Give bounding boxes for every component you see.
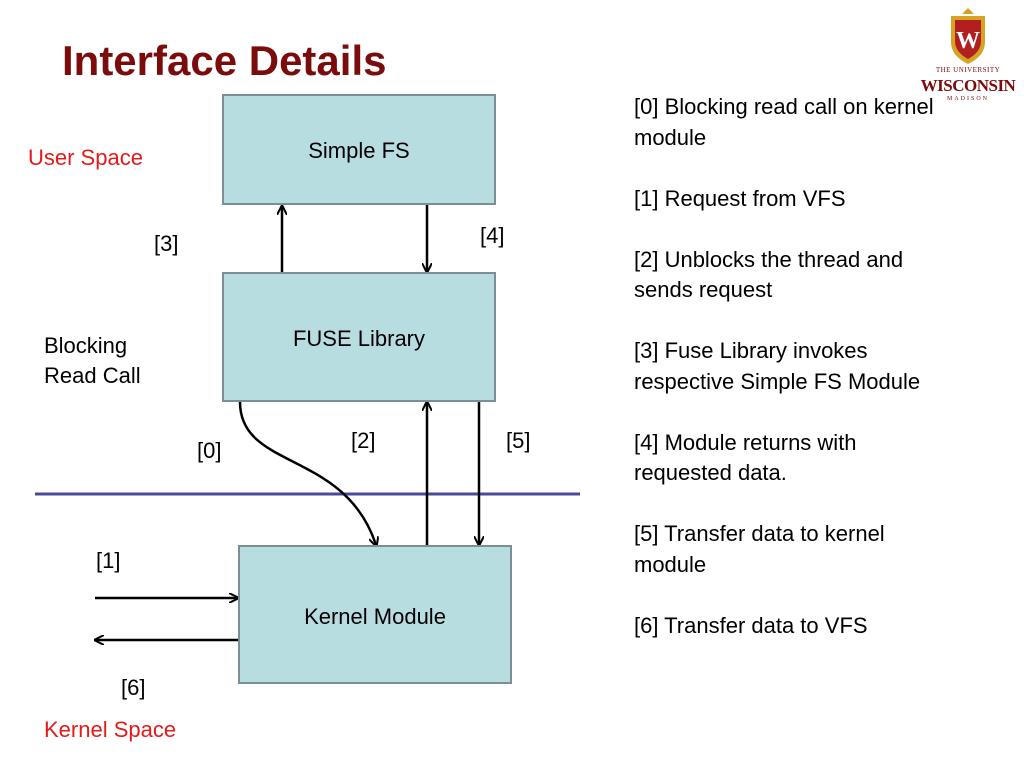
legend-item-1: [1] Request from VFS bbox=[634, 185, 846, 211]
shield-crest-icon: W bbox=[951, 8, 985, 64]
fuse-library-box: FUSE Library bbox=[222, 272, 496, 402]
blocking-label-line2: Read Call bbox=[44, 363, 141, 388]
blocking-read-call-label: Blocking Read Call bbox=[44, 331, 141, 391]
arrow-0 bbox=[238, 401, 376, 545]
slide-title: Interface Details bbox=[62, 37, 387, 84]
shield-letter: W bbox=[956, 28, 980, 54]
university-logo: W THE UNIVERSITY WISCONSIN MADISON bbox=[918, 6, 1018, 106]
fuse-library-label: FUSE Library bbox=[292, 326, 426, 351]
arrow-label-6: [6] bbox=[121, 675, 146, 700]
legend-item-0: [0] Blocking read call on kernel module bbox=[634, 94, 934, 150]
simple-fs-label: Simple FS bbox=[308, 138, 410, 163]
arrow-label-5: [5] bbox=[506, 428, 531, 453]
legend-item-4: [4] Module returns with requested data. bbox=[634, 429, 857, 486]
arrow-label-2: [2] bbox=[351, 428, 376, 453]
blocking-label-line1: Blocking bbox=[44, 333, 128, 358]
legend-item-6: [6] Transfer data to VFS bbox=[634, 612, 868, 638]
arrow-label-1: [1] bbox=[96, 548, 121, 573]
legend-item-2: [2] Unblocks the thread and sends reques… bbox=[634, 246, 904, 303]
logo-line-1: THE UNIVERSITY bbox=[935, 66, 1001, 74]
arrow-label-3: [3] bbox=[154, 231, 179, 256]
legend-item-5: [5] Transfer data to kernel module bbox=[634, 521, 885, 577]
user-space-label: User Space bbox=[28, 145, 143, 170]
logo-line-3: MADISON bbox=[946, 96, 989, 102]
arrow-label-0: [0] bbox=[197, 438, 222, 463]
kernel-module-label: Kernel Module bbox=[304, 604, 446, 629]
logo-line-2: WISCONSIN bbox=[920, 76, 1016, 95]
simple-fs-box: Simple FS bbox=[222, 94, 496, 205]
arrow-label-4: [4] bbox=[480, 223, 505, 248]
step-legend: [0] Blocking read call on kernel module … bbox=[634, 92, 934, 672]
legend-item-3: [3] Fuse Library invokes respective Simp… bbox=[634, 338, 921, 394]
kernel-module-box: Kernel Module bbox=[238, 545, 512, 684]
kernel-space-label: Kernel Space bbox=[44, 717, 177, 742]
